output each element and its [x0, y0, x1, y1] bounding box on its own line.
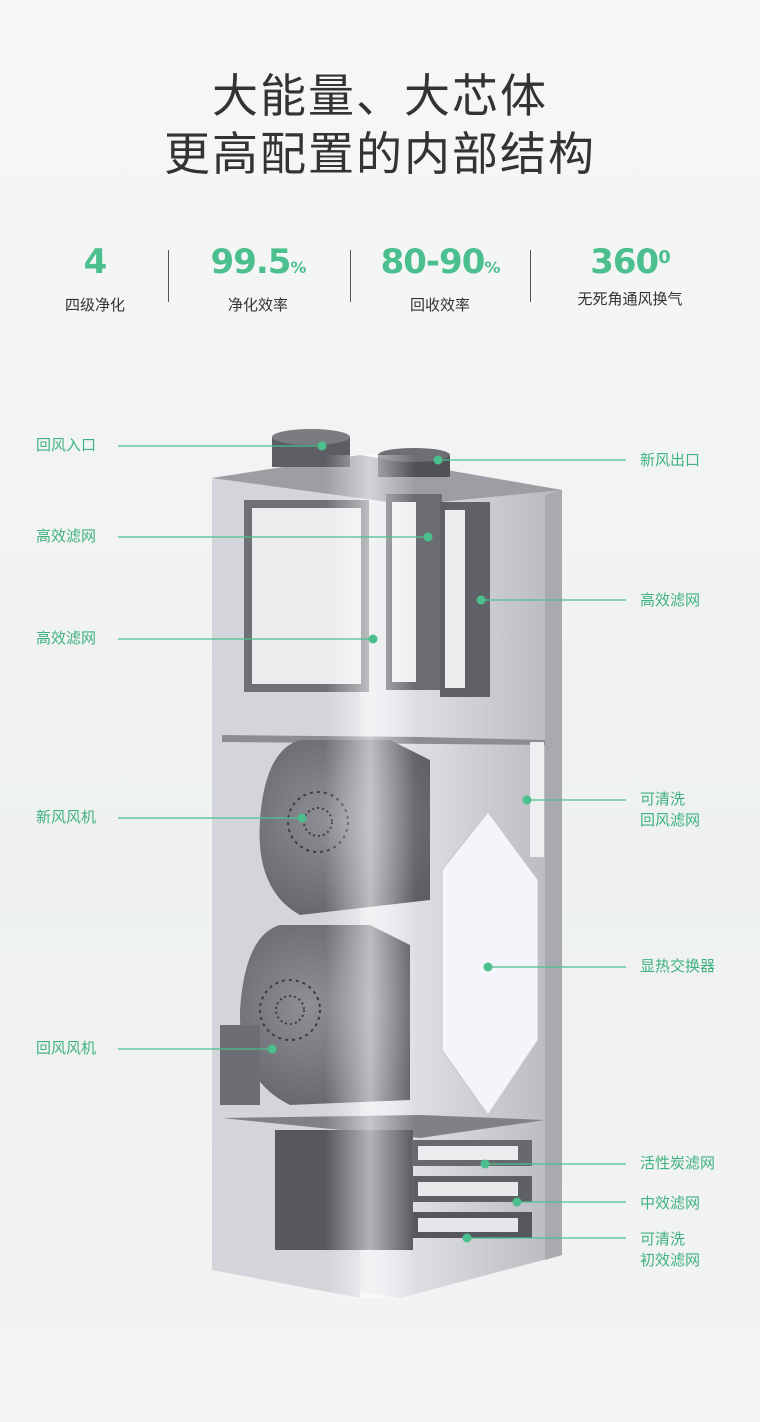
- stat-value: 99.5%: [210, 242, 307, 282]
- label-line: 初效滤网: [640, 1251, 701, 1269]
- stat-label: 回收效率: [409, 296, 470, 314]
- label-hepa-filter-right: 高效滤网: [640, 591, 701, 609]
- stats-row: 4 四级净化 99.5% 净化效率 80-90% 回收效率 3600 无死角通风…: [0, 242, 760, 315]
- label-return-inlet: 回风入口: [36, 436, 97, 454]
- stat-value: 80-90%: [380, 242, 501, 282]
- label-line: 可清洗: [640, 1230, 686, 1248]
- label-hepa-filter-2: 高效滤网: [36, 629, 97, 647]
- stat-purification-efficiency: 99.5% 净化效率: [168, 242, 348, 315]
- label-medium-filter: 中效滤网: [640, 1194, 701, 1212]
- label-heat-exchanger: 显热交换器: [640, 957, 716, 975]
- headline-line-2: 更高配置的内部结构: [164, 127, 596, 181]
- stat-label: 无死角通风换气: [577, 290, 683, 308]
- stat-recovery-efficiency: 80-90% 回收效率: [350, 242, 530, 315]
- bottom-filter-stack: [412, 1140, 532, 1238]
- label-fresh-air-fan: 新风风机: [36, 808, 97, 826]
- stat-divider: [168, 250, 169, 302]
- label-washable-return-filter: 可清洗 回风滤网: [640, 789, 700, 831]
- stat-ventilation-angle: 3600 无死角通风换气: [540, 242, 720, 309]
- stat-divider: [530, 250, 531, 302]
- stat-divider: [350, 250, 351, 302]
- label-hepa-filter-1: 高效滤网: [36, 527, 97, 545]
- stat-value: 3600: [590, 242, 670, 282]
- stat-stages: 4 四级净化: [5, 242, 185, 315]
- label-carbon-filter: 活性炭滤网: [640, 1154, 716, 1172]
- label-washable-primary-filter: 可清洗 初效滤网: [640, 1229, 700, 1271]
- label-fresh-outlet: 新风出口: [640, 451, 701, 469]
- stat-label: 净化效率: [227, 296, 288, 314]
- stat-value: 4: [83, 242, 108, 282]
- headline-line-1: 大能量、大芯体: [212, 69, 548, 123]
- label-line: 回风滤网: [640, 811, 701, 829]
- label-return-air-fan: 回风风机: [36, 1039, 97, 1057]
- stat-label: 四级净化: [64, 296, 125, 314]
- label-line: 可清洗: [640, 790, 686, 808]
